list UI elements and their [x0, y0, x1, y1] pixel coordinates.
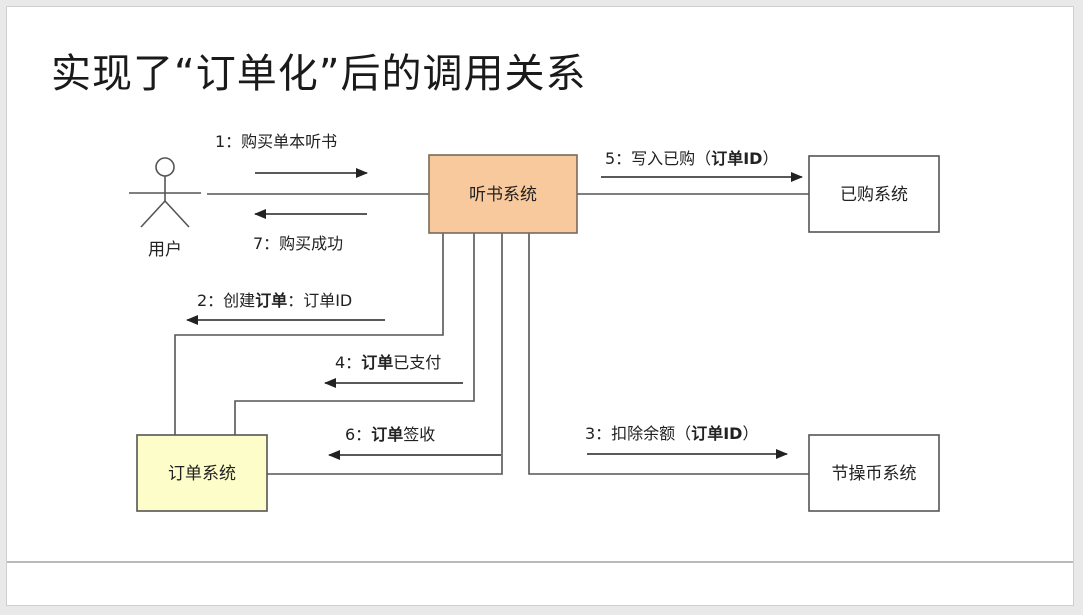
edge-label-3: 3：扣除余额（订单ID） — [585, 424, 758, 443]
edge-label-2: 2：创建订单：订单ID — [197, 291, 352, 310]
connector-listen-coin — [528, 233, 809, 475]
connector-order-listen-1 — [174, 233, 444, 435]
node-order-system-label: 订单系统 — [168, 464, 236, 484]
node-listen-system-label: 听书系统 — [469, 185, 537, 205]
call-relationship-diagram: 用户 听书系统 已购系统 — [129, 132, 940, 512]
slide: 实现了“订单化”后的调用关系 用户 — [6, 6, 1074, 606]
node-coin-system-label: 节操币系统 — [832, 464, 917, 484]
arrows — [186, 168, 803, 460]
page-title: 实现了“订单化”后的调用关系 — [51, 51, 587, 97]
node-coin-system-box — [808, 434, 940, 512]
edge-label-1: 1：购买单本听书 — [215, 132, 337, 151]
node-order-system-box — [136, 434, 268, 512]
connector-order-listen-2 — [234, 233, 475, 435]
connectors — [174, 193, 809, 475]
user-actor-icon — [129, 157, 201, 228]
connector-order-listen-3 — [267, 233, 503, 475]
edge-label-7: 7：购买成功 — [253, 234, 343, 253]
footer-divider — [7, 561, 1073, 563]
edge-label-6: 6：订单签收 — [345, 425, 435, 444]
user-actor-label: 用户 — [148, 240, 182, 260]
node-purchased-system-label: 已购系统 — [840, 185, 908, 205]
node-coin-system: 节操币系统 — [808, 434, 940, 512]
edge-label-4: 4：订单已支付 — [335, 353, 441, 372]
node-listen-system-box — [428, 154, 578, 234]
node-listen-system: 听书系统 — [428, 154, 578, 234]
edge-label-5: 5：写入已购（订单ID） — [605, 149, 778, 168]
node-order-system: 订单系统 — [136, 434, 268, 512]
node-purchased-system-box — [808, 155, 940, 233]
node-purchased-system: 已购系统 — [808, 155, 940, 233]
